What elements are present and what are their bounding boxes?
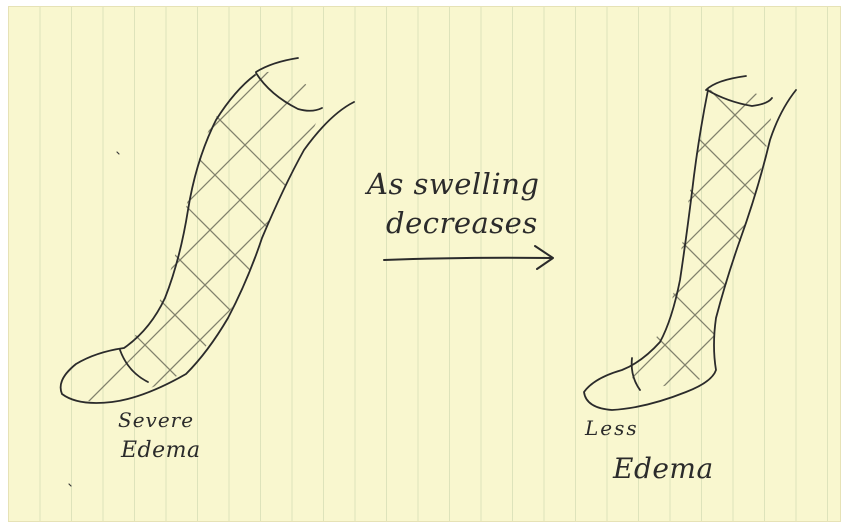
less-edema-label-line1: Less	[585, 418, 639, 438]
right-arrow-icon	[384, 246, 553, 269]
severe-edema-label-line2: Edema	[121, 440, 201, 462]
swollen-leg-outline	[61, 58, 354, 403]
pencil-marks	[69, 152, 119, 486]
less-edema-label-line2: Edema	[613, 455, 714, 483]
swollen-leg-hatching	[40, 0, 400, 500]
severe-edema-label-line1: Severe	[118, 410, 194, 430]
swollen-leg-figure	[40, 0, 400, 500]
arrow-label-line1: As swelling	[367, 170, 539, 199]
arrow-label-line2: decreases	[386, 209, 538, 238]
reduced-leg-hatching	[600, 50, 820, 440]
reduced-leg-figure	[584, 50, 820, 440]
